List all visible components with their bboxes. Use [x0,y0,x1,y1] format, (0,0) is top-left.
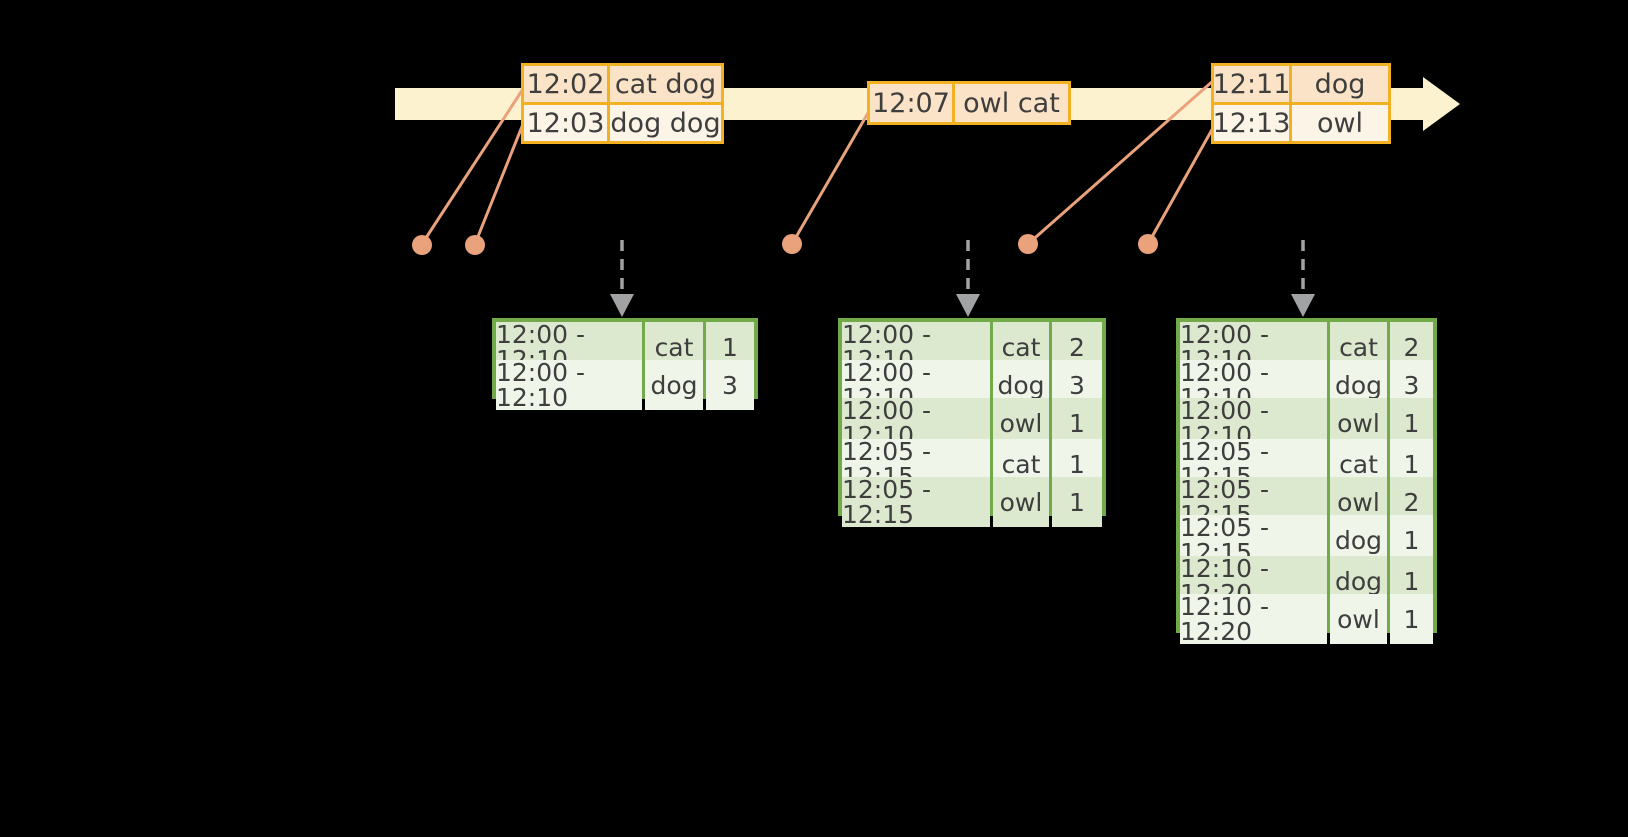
table-row: 12:00 - 12:10 owl 1 [1180,398,1433,448]
table-row: 12:03 dog dog [524,105,721,141]
event-words-cell: owl [1292,105,1388,141]
event-table-1: 12:02 cat dog 12:03 dog dog [521,63,724,144]
trigger-arrow [1291,240,1315,317]
event-table-3: 12:11 dog 12:13 owl [1211,63,1391,144]
trigger-arrow [956,240,980,317]
table-row: 12:05 - 12:15 owl 2 [1180,477,1433,527]
table-row: 12:00 - 12:10 dog 3 [496,360,754,410]
table-row: 12:00 - 12:10 dog 3 [842,360,1102,410]
event-time-cell: 12:03 [524,105,607,141]
event-connector-line [420,87,525,246]
event-words-cell: cat dog [610,66,721,102]
table-row: 12:00 - 12:10 dog 3 [1180,360,1433,410]
table-row: 12:05 - 12:15 cat 1 [1180,439,1433,489]
event-connector-line [1146,124,1216,246]
word-cell: owl [1330,594,1387,644]
event-dot [465,235,485,255]
event-connector-line [473,122,525,246]
result-table-2: 12:00 - 12:10 cat 2 12:00 - 12:10 dog 3 … [838,318,1106,527]
event-time-cell: 12:07 [870,84,952,122]
table-row: 12:00 - 12:10 cat 2 [842,322,1102,372]
table-row: 12:10 - 12:20 owl 1 [1180,594,1433,644]
table-row: 12:11 dog [1213,66,1388,102]
result-table-1: 12:00 - 12:10 cat 1 12:00 - 12:10 dog 3 [492,318,758,410]
table-row: 12:13 owl [1213,105,1388,141]
event-connector-line [1026,78,1216,246]
table-row: 12:00 - 12:10 cat 2 [1180,322,1433,372]
table-row: 12:05 - 12:15 owl 1 [842,477,1102,527]
count-cell: 1 [1390,594,1433,644]
event-dot [1138,234,1158,254]
event-connector-line [790,111,870,246]
event-dot [782,234,802,254]
timeline-arrowhead [1423,77,1460,131]
word-cell: owl [993,477,1049,527]
event-words-cell: owl cat [955,84,1068,122]
table-row: 12:00 - 12:10 cat 1 [496,322,754,372]
window-cell: 12:05 - 12:15 [842,477,990,527]
event-words-cell: dog [1292,66,1388,102]
window-cell: 12:00 - 12:10 [496,360,642,410]
trigger-arrow-head [1291,294,1315,317]
table-row: 12:05 - 12:15 cat 1 [842,439,1102,489]
table-row: 12:05 - 12:15 dog 1 [1180,515,1433,565]
event-time-cell: 12:02 [524,66,607,102]
table-row: 12:02 cat dog [524,66,721,102]
event-words-cell: dog dog [610,105,721,141]
event-time-cell: 12:13 [1213,105,1290,141]
trigger-arrow-head [610,294,634,317]
trigger-arrow [610,240,634,317]
window-cell: 12:10 - 12:20 [1180,594,1327,644]
count-cell: 1 [1052,477,1102,527]
event-dot [1018,234,1038,254]
result-table-3: 12:00 - 12:10 cat 2 12:00 - 12:10 dog 3 … [1176,318,1437,644]
event-dot [412,235,432,255]
table-row: 12:10 - 12:20 dog 1 [1180,556,1433,606]
event-table-2: 12:07 owl cat [867,81,1071,125]
event-time-cell: 12:11 [1213,66,1290,102]
table-row: 12:00 - 12:10 owl 1 [842,398,1102,448]
table-row: 12:07 owl cat [870,84,1068,122]
trigger-arrow-head [956,294,980,317]
word-cell: dog [645,360,703,410]
count-cell: 3 [706,360,754,410]
